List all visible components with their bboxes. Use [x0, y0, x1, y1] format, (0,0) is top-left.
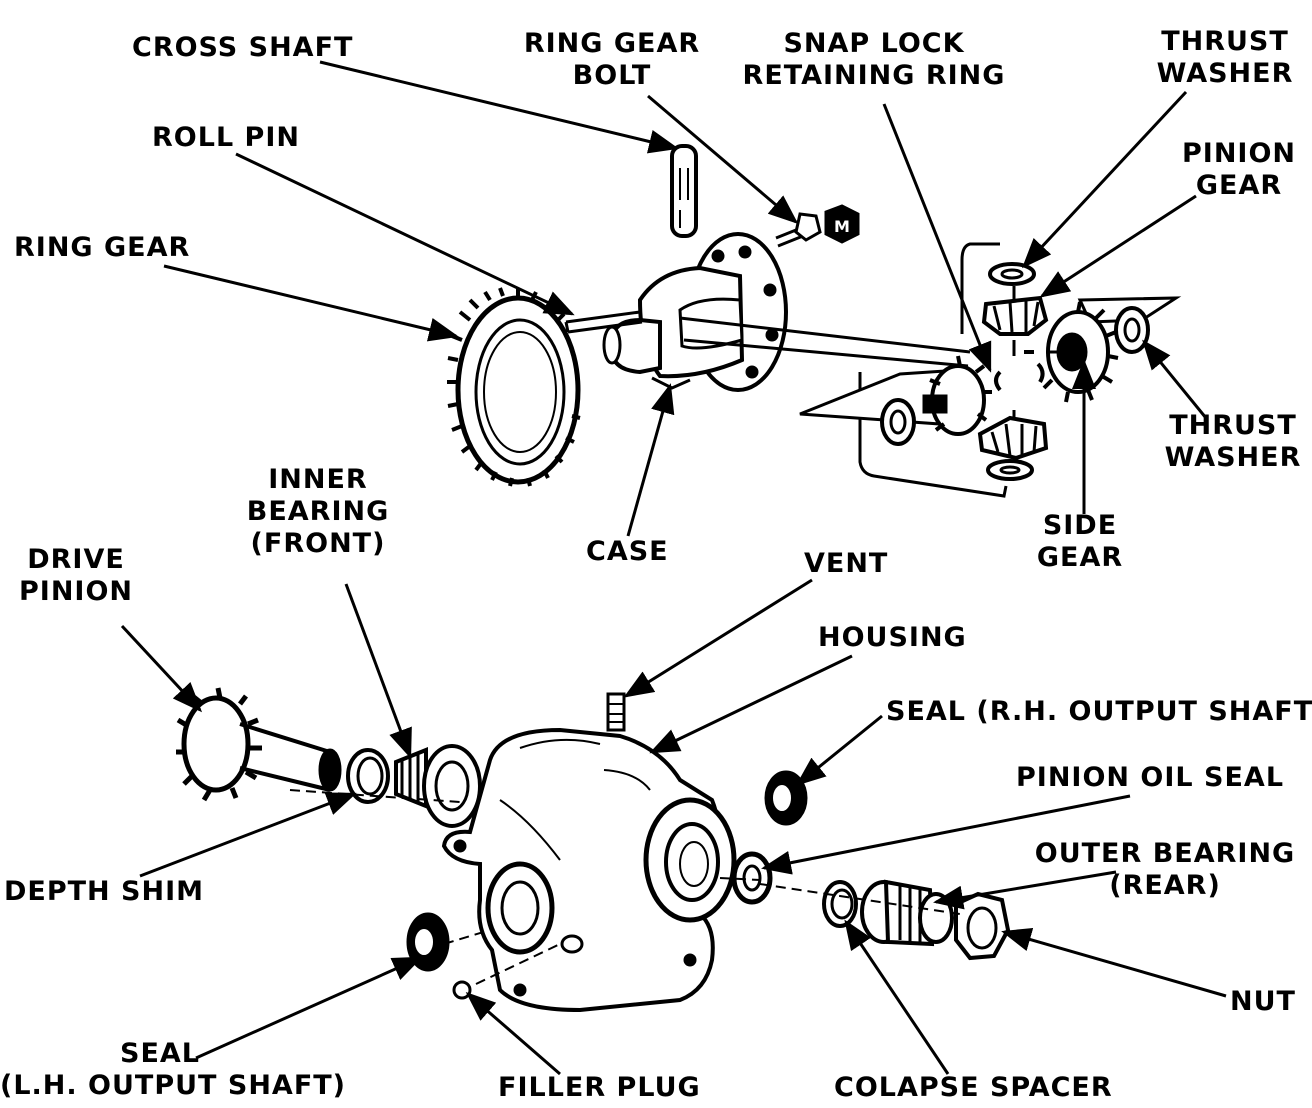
- label-line: (FRONT): [250, 528, 386, 559]
- label-line: PINION: [1181, 138, 1297, 169]
- snap-lock-ring: [994, 350, 1045, 392]
- roll-pin: [564, 310, 643, 334]
- label-line: GEAR: [1036, 542, 1124, 573]
- label-vent: VENT: [804, 548, 889, 579]
- thrust-washer-top-part: [988, 262, 1036, 286]
- label-line: OUTER BEARING: [1034, 838, 1296, 869]
- label-line: PINION: [18, 576, 134, 607]
- label-drive-pinion: DRIVE PINION: [14, 544, 138, 608]
- label-thrust-washer-top: THRUST WASHER: [1150, 26, 1300, 90]
- leader-inner-bearing: [344, 583, 412, 759]
- label-thrust-washer-right: THRUST WASHER: [1160, 410, 1306, 474]
- leader-pinion-oil-seal: [761, 794, 1131, 875]
- nut-part: [954, 891, 1011, 961]
- leader-housing: [649, 654, 853, 754]
- label-line: BOLT: [572, 60, 652, 91]
- leader-nut: [1001, 927, 1227, 998]
- leader-pinion-gear: [1039, 194, 1197, 298]
- inner-bearing-part: [394, 744, 482, 828]
- label-pinion-oil-seal: PINION OIL SEAL: [1016, 762, 1285, 793]
- leader-seal-rh: [795, 714, 883, 786]
- label-snap-lock-retaining-ring: SNAP LOCK RETAINING RING: [732, 28, 1016, 92]
- label-line: SEAL: [120, 1038, 200, 1069]
- leader-roll-pin: [235, 152, 575, 316]
- label-line: SNAP LOCK: [783, 28, 965, 59]
- label-line: INNER: [268, 464, 368, 495]
- leader-outer-bearing: [933, 870, 1117, 910]
- label-nut: NUT: [1230, 986, 1296, 1017]
- seal-rh-part: [764, 770, 808, 826]
- label-filler-plug: FILLER PLUG: [498, 1072, 701, 1103]
- vent-part: [606, 692, 626, 732]
- label-line: BEARING: [246, 496, 390, 527]
- label-line: THRUST: [1161, 26, 1289, 57]
- label-line: (L.H. OUTPUT SHAFT): [0, 1070, 347, 1101]
- label-pinion-gear: PINION GEAR: [1172, 138, 1306, 202]
- label-housing: HOUSING: [818, 622, 967, 653]
- label-cross-shaft: CROSS SHAFT: [132, 32, 354, 63]
- outer-bearing-part: [860, 879, 954, 947]
- leader-thrust-washer-right: [1142, 339, 1208, 419]
- axle-shaft: [679, 316, 971, 368]
- gear-cluster: [799, 242, 1182, 498]
- leader-thrust-washer-top: [1021, 90, 1188, 269]
- thrust-washer-right-part: [1114, 306, 1150, 354]
- leader-filler-plug: [465, 992, 561, 1076]
- label-inner-bearing-front: INNER BEARING (FRONT): [238, 464, 398, 560]
- housing-assembly: [176, 687, 1011, 1013]
- leader-lines: [120, 60, 1227, 1076]
- label-line: RETAINING RING: [742, 60, 1006, 91]
- ring-gear-drawing: [447, 287, 581, 487]
- label-roll-pin: ROLL PIN: [152, 122, 300, 153]
- label-case: CASE: [586, 536, 669, 567]
- label-line: GEAR: [1195, 170, 1283, 201]
- label-line: WASHER: [1164, 442, 1302, 473]
- label-line: SIDE: [1042, 510, 1118, 541]
- label-line: DRIVE: [27, 544, 125, 575]
- bolt-head-letter: M: [834, 217, 850, 236]
- label-ring-gear: RING GEAR: [14, 232, 191, 263]
- label-ring-gear-bolt: RING GEAR BOLT: [512, 28, 712, 92]
- label-line: WASHER: [1156, 58, 1294, 89]
- leader-cross-shaft: [319, 60, 679, 154]
- label-outer-bearing-rear: OUTER BEARING (REAR): [1030, 838, 1300, 902]
- label-depth-shim: DEPTH SHIM: [4, 876, 205, 907]
- leader-case: [626, 383, 675, 537]
- bolt-nut: [824, 204, 860, 244]
- label-line: RING GEAR: [523, 28, 701, 59]
- leader-seal-lh: [195, 956, 423, 1060]
- leader-drive-pinion: [120, 624, 203, 713]
- label-side-gear: SIDE GEAR: [1024, 510, 1136, 574]
- cross-shaft: [670, 144, 698, 238]
- leader-colapse-spacer: [844, 919, 950, 1075]
- label-seal-lh-output-shaft: SEAL (L.H. OUTPUT SHAFT): [0, 1038, 347, 1102]
- label-line: (REAR): [1109, 870, 1221, 901]
- drive-pinion-part: [176, 687, 342, 802]
- leader-ring-gear-bolt: [647, 94, 799, 224]
- leader-depth-shim: [139, 792, 357, 878]
- leader-vent: [623, 578, 813, 698]
- leader-snap-lock: [882, 103, 992, 373]
- label-seal-rh-output-shaft: SEAL (R.H. OUTPUT SHAFT): [886, 696, 1312, 727]
- label-colapse-spacer: COLAPSE SPACER: [834, 1072, 1113, 1103]
- pinion-oil-seal-part: [731, 851, 773, 905]
- case-assembly: M: [564, 144, 971, 392]
- leader-ring-gear: [163, 264, 459, 342]
- label-line: THRUST: [1169, 410, 1297, 441]
